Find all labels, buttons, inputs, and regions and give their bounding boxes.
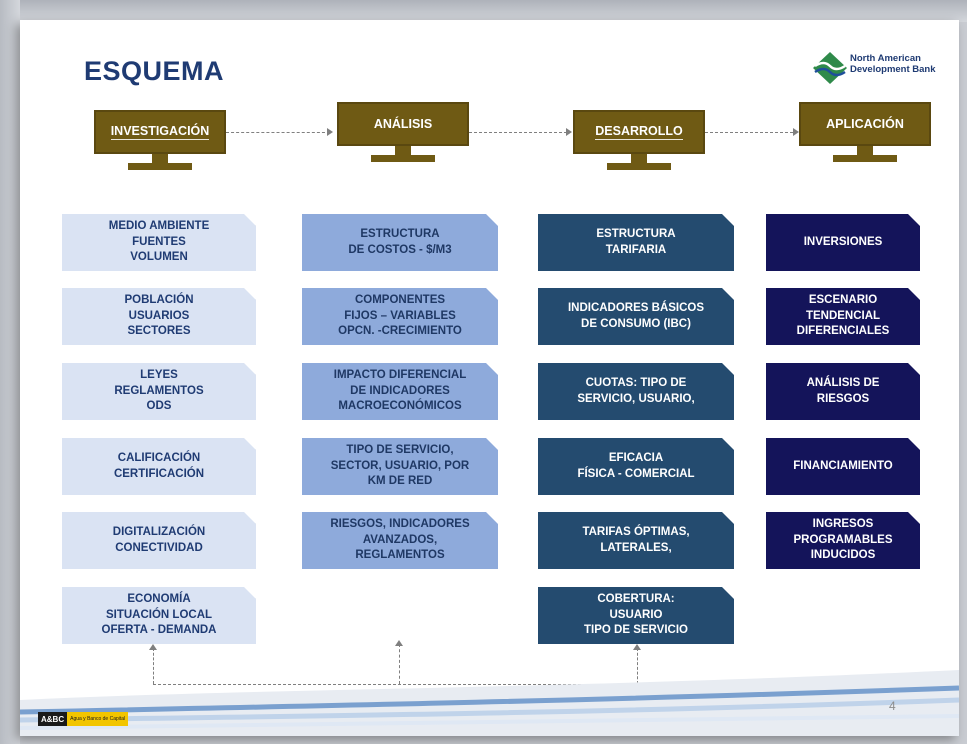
connector-2-arrow	[566, 128, 572, 136]
desarrollo-box-5: TARIFAS ÓPTIMAS, LATERALES,	[538, 512, 734, 569]
footer-waves	[20, 670, 959, 736]
desarrollo-box-1: ESTRUCTURA TARIFARIA	[538, 214, 734, 271]
investigacion-box-2: POBLACIÓN USUARIOS SECTORES	[62, 288, 256, 345]
connector-1	[226, 132, 330, 133]
investigacion-box-3: LEYES REGLAMENTOS ODS	[62, 363, 256, 420]
page-number: 4	[889, 699, 896, 713]
analisis-box-2: COMPONENTES FIJOS – VARIABLES OPCN. -CRE…	[302, 288, 498, 345]
investigacion-box-4: CALIFICACIÓN CERTIFICACIÓN	[62, 438, 256, 495]
stage-monitor-analisis: ANÁLISIS	[337, 102, 469, 172]
feedback-up-1	[153, 648, 154, 684]
aplicacion-box-2: ESCENARIO TENDENCIAL DIFERENCIALES	[766, 288, 920, 345]
stage-label-investigacion: INVESTIGACIÓN	[110, 124, 210, 140]
desarrollo-box-3: CUOTAS: TIPO DE SERVICIO, USUARIO,	[538, 363, 734, 420]
aplicacion-box-4: FINANCIAMIENTO	[766, 438, 920, 495]
logo-line-1: North American	[850, 53, 921, 64]
window-top-edge	[0, 0, 967, 22]
analisis-box-1: ESTRUCTURA DE COSTOS - $/M3	[302, 214, 498, 271]
investigacion-box-6: ECONOMÍA SITUACIÓN LOCAL OFERTA - DEMAND…	[62, 587, 256, 644]
stage-label-aplicacion: APLICACIÓN	[826, 116, 904, 131]
desarrollo-box-4: EFICACIA FÍSICA - COMERCIAL	[538, 438, 734, 495]
stage-label-analisis: ANÁLISIS	[373, 116, 433, 131]
nadbank-logo-icon	[813, 52, 847, 84]
investigacion-box-1: MEDIO AMBIENTE FUENTES VOLUMEN	[62, 214, 256, 271]
stage-monitor-investigacion: INVESTIGACIÓN	[94, 110, 226, 180]
feedback-up-1-arrow	[149, 644, 157, 650]
investigacion-box-5: DIGITALIZACIÓN CONECTIVIDAD	[62, 512, 256, 569]
slide-title: ESQUEMA	[84, 56, 225, 86]
aplicacion-box-5: INGRESOS PROGRAMABLES INDUCIDOS	[766, 512, 920, 569]
connector-2	[469, 132, 567, 133]
stage-monitor-desarrollo: DESARROLLO	[573, 110, 705, 180]
connector-1-arrow	[327, 128, 333, 136]
connector-3	[705, 132, 793, 133]
nadbank-logo: North American Development Bank	[812, 51, 942, 85]
logo-line-2: Development Bank	[850, 64, 936, 75]
aplicacion-box-1: INVERSIONES	[766, 214, 920, 271]
analisis-box-4: TIPO DE SERVICIO, SECTOR, USUARIO, POR K…	[302, 438, 498, 495]
analisis-box-5: RIESGOS, INDICADORES AVANZADOS, REGLAMEN…	[302, 512, 498, 569]
connector-3-arrow	[793, 128, 799, 136]
slide: ESQUEMA North American Development Bank …	[20, 20, 959, 736]
footer-logo: A&BC Agua y Banco de Capital	[38, 711, 136, 727]
feedback-up-2	[399, 644, 400, 684]
footer-logo-mark: A&BC	[38, 712, 68, 726]
footer-logo-tag: Agua y Banco de Capital	[67, 712, 129, 726]
desarrollo-box-2: INDICADORES BÁSICOS DE CONSUMO (IBC)	[538, 288, 734, 345]
feedback-up-3	[637, 648, 638, 684]
aplicacion-box-3: ANÁLISIS DE RIESGOS	[766, 363, 920, 420]
analisis-box-3: IMPACTO DIFERENCIAL DE INDICADORES MACRO…	[302, 363, 498, 420]
desarrollo-box-6: COBERTURA: USUARIO TIPO DE SERVICIO	[538, 587, 734, 644]
feedback-up-2-arrow	[395, 640, 403, 646]
stage-monitor-aplicacion: APLICACIÓN	[799, 102, 931, 172]
nadbank-logo-text: North American Development Bank	[850, 53, 936, 75]
stage-label-desarrollo: DESARROLLO	[595, 124, 683, 140]
window-left-edge	[0, 0, 20, 744]
feedback-up-3-arrow	[633, 644, 641, 650]
feedback-line	[153, 684, 851, 685]
